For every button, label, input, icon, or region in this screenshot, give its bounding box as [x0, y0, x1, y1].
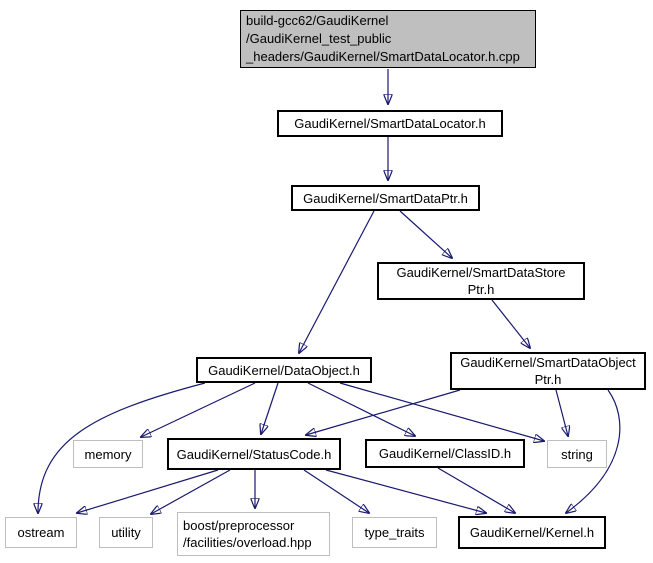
node-root-source-file: build-gcc62/GaudiKernel /GaudiKernel_tes… [240, 10, 536, 68]
node-label: GaudiKernel/Kernel.h [469, 525, 595, 540]
edge-statuscode-to-ostream [77, 469, 219, 513]
node-label: memory [84, 446, 132, 462]
node-label-line: Ptr.h [534, 372, 562, 387]
node-smartdatastoreptr-h[interactable]: GaudiKernel/SmartDataStore Ptr.h [377, 262, 585, 300]
node-utility: utility [99, 517, 153, 548]
node-boost-overload-hpp: boost/preprocessor /facilities/overload.… [177, 512, 330, 556]
edge-smartdataobjectptr-to-statuscode [306, 389, 461, 435]
node-label-line: /GaudiKernel_test_public [246, 31, 392, 46]
edge-dataobject-to-memory [141, 382, 256, 437]
edge-smartdatastoreptr-to-smartdataobjectptr [491, 299, 530, 348]
node-smartdataobjectptr-h[interactable]: GaudiKernel/SmartDataObject Ptr.h [450, 352, 646, 390]
edge-dataobject-to-statuscode [261, 382, 279, 434]
node-label: GaudiKernel/DataObject.h [208, 362, 360, 378]
node-label-line: Ptr.h [467, 282, 495, 297]
edge-classid-to-kernel [437, 467, 515, 513]
node-kernel-h[interactable]: GaudiKernel/Kernel.h [458, 516, 606, 549]
node-label-line: GaudiKernel/SmartDataStore [396, 265, 566, 280]
node-dataobject-h[interactable]: GaudiKernel/DataObject.h [196, 357, 372, 383]
node-label: string [561, 446, 593, 462]
edge-statuscode-to-utility [151, 469, 231, 514]
edge-smartdataobjectptr-to-string [555, 389, 568, 436]
node-ostream: ostream [5, 517, 77, 548]
node-type-traits: type_traits [352, 517, 437, 548]
node-label-line: GaudiKernel/SmartDataObject [460, 355, 636, 370]
node-label: GaudiKernel/SmartDataPtr.h [303, 190, 468, 206]
node-label-line: build-gcc62/GaudiKernel [246, 13, 389, 28]
edge-dataobject-to-string [339, 382, 544, 441]
edge-dataobject-to-classid [307, 382, 415, 436]
node-label: GaudiKernel/SmartDataLocator.h [294, 116, 486, 131]
node-classid-h[interactable]: GaudiKernel/ClassID.h [365, 439, 525, 468]
node-statuscode-h[interactable]: GaudiKernel/StatusCode.h [167, 438, 341, 470]
node-string: string [547, 440, 607, 468]
edge-dataobject-to-ostream [38, 382, 206, 513]
node-label-line: /facilities/overload.hpp [183, 535, 312, 550]
node-label: type_traits [364, 525, 425, 540]
node-label: utility [111, 525, 141, 540]
edge-statuscode-to-kernel [325, 469, 486, 513]
node-label: ostream [17, 525, 65, 540]
node-label-line: boost/preprocessor [183, 518, 295, 533]
edge-smartdataobjectptr-to-kernel [566, 389, 621, 513]
edge-smartdataptr-to-smartdatastoreptr [399, 210, 452, 258]
node-smartdatalocator-h[interactable]: GaudiKernel/SmartDataLocator.h [277, 110, 503, 137]
node-label: GaudiKernel/StatusCode.h [176, 446, 332, 462]
node-label: GaudiKernel/ClassID.h [378, 446, 512, 461]
node-smartdataptr-h[interactable]: GaudiKernel/SmartDataPtr.h [291, 185, 480, 211]
node-label-line: _headers/GaudiKernel/SmartDataLocator.h.… [246, 49, 520, 64]
node-memory: memory [73, 440, 143, 468]
edge-statuscode-to-typetraits [303, 469, 369, 513]
edge-smartdataptr-to-dataobject [299, 210, 375, 353]
